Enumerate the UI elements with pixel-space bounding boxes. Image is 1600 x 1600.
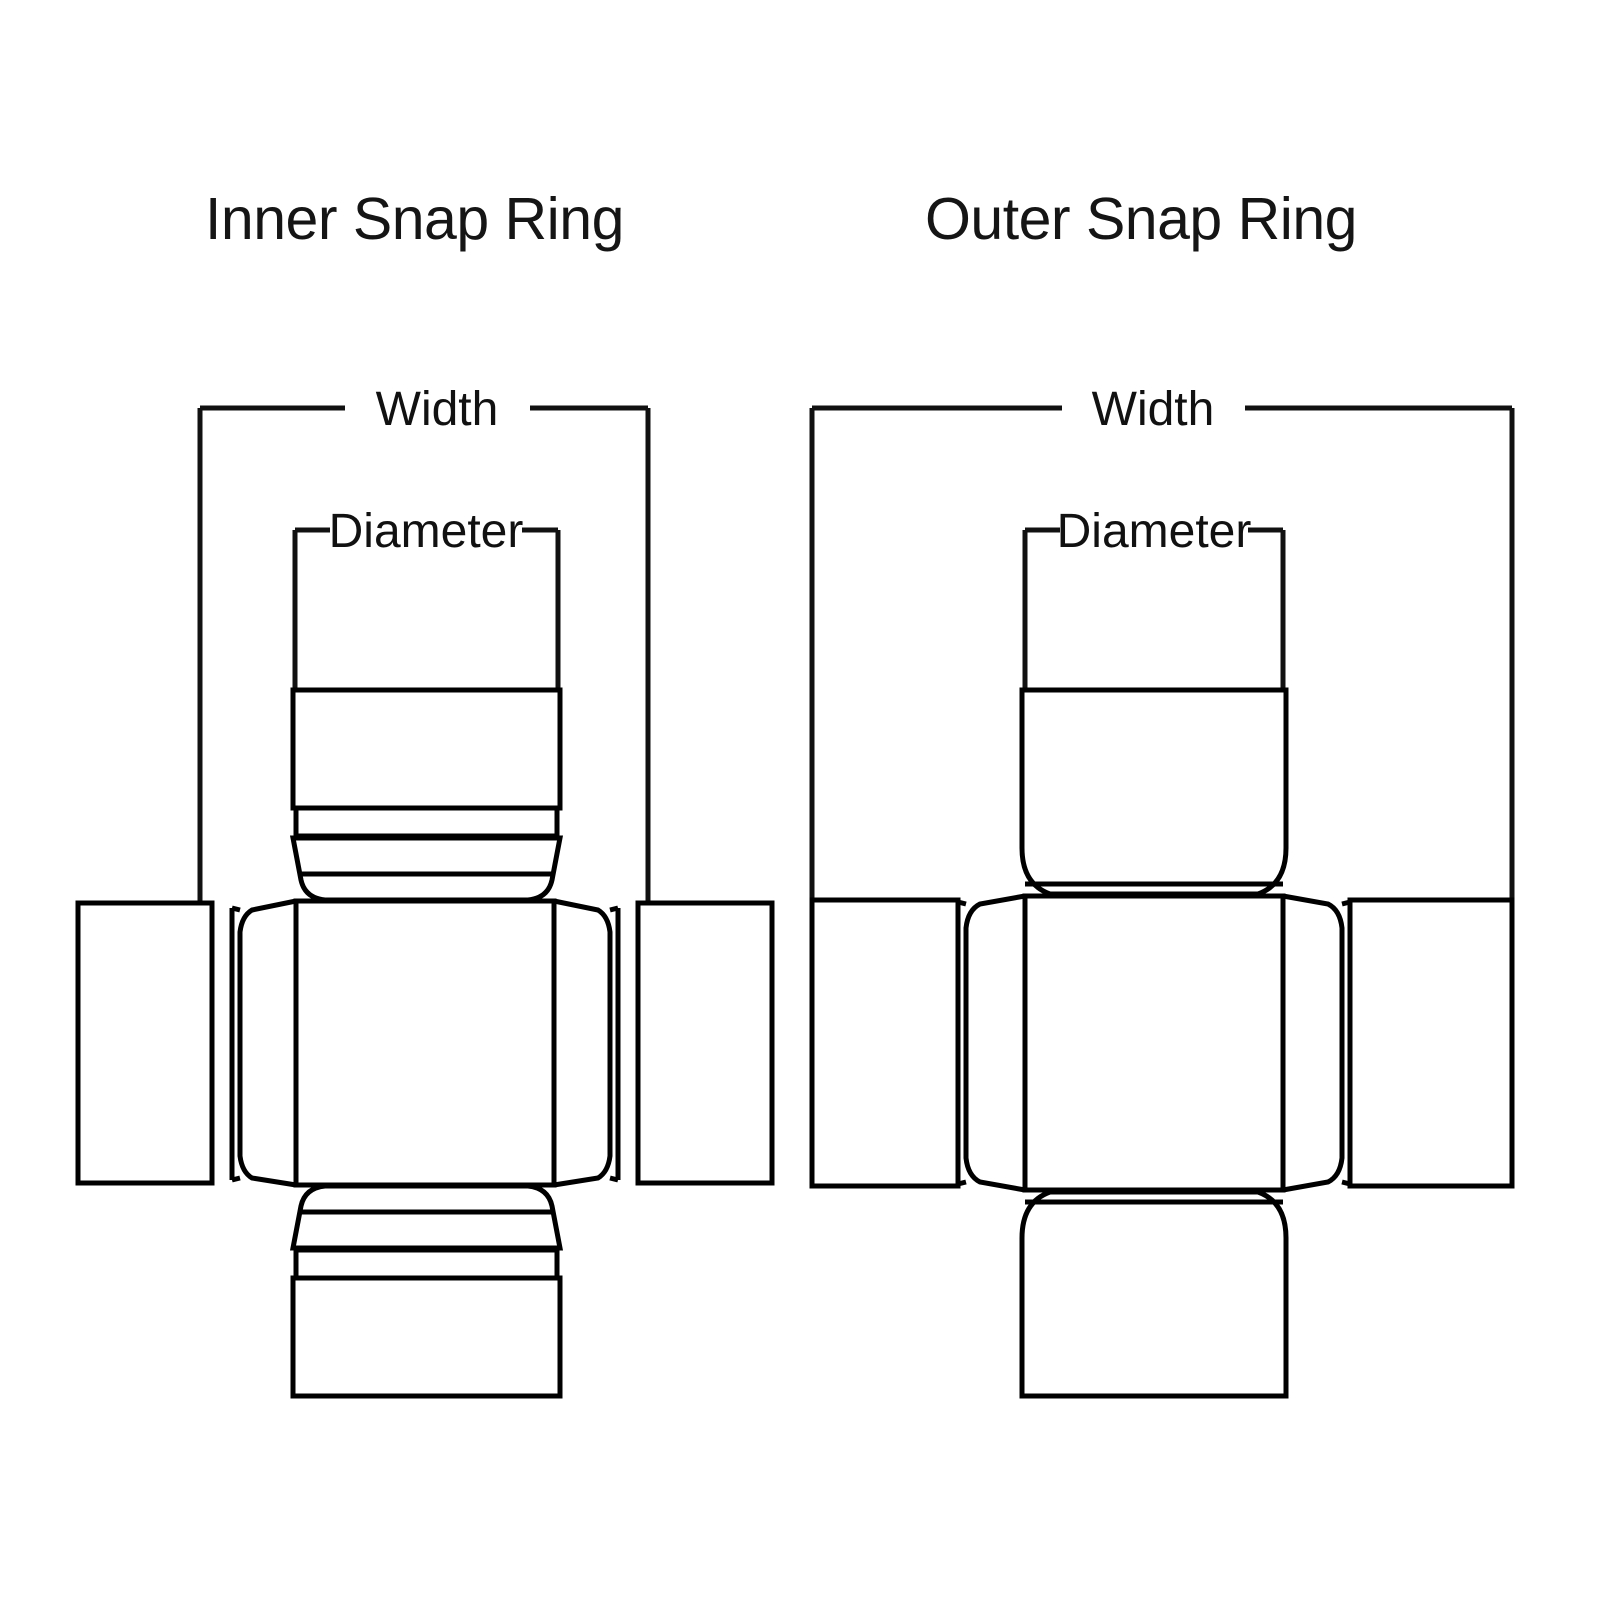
outer-width-label: Width <box>1092 383 1215 436</box>
outer-left-arm <box>809 893 1026 1193</box>
outer-snap-ring-drawing: Width Diameter <box>809 383 1515 1399</box>
outer-bottom-cap <box>1019 1189 1289 1399</box>
outer-snap-ring-title: Outer Snap Ring <box>925 186 1357 252</box>
inner-top-cap-body <box>290 687 563 811</box>
inner-top-cap <box>289 687 564 903</box>
inner-left-taper <box>237 898 297 1188</box>
inner-left-arm <box>75 898 297 1188</box>
outer-top-cap-body <box>1019 687 1289 897</box>
inner-snap-ring-title: Inner Snap Ring <box>205 186 624 252</box>
inner-top-snap-ring-band <box>293 808 560 839</box>
inner-bottom-cap <box>289 1183 564 1399</box>
inner-right-cap-body <box>635 900 775 1186</box>
inner-width-dimension <box>197 405 651 905</box>
inner-bottom-snap-ring-band <box>293 1247 560 1278</box>
inner-bottom-flare <box>289 1183 564 1251</box>
outer-top-cap <box>1019 687 1289 897</box>
outer-width-dimension <box>809 405 1515 905</box>
outer-left-cap-body <box>809 897 961 1189</box>
inner-top-flare <box>289 835 564 903</box>
outer-left-taper <box>963 893 1026 1193</box>
outer-bottom-cap-body <box>1019 1189 1289 1399</box>
inner-snap-ring-drawing: Width Diameter <box>75 383 775 1399</box>
outer-right-arm <box>1282 893 1515 1193</box>
outer-diameter-label: Diameter <box>1057 505 1252 558</box>
outer-right-cap-body <box>1347 897 1515 1189</box>
inner-width-label: Width <box>376 383 499 436</box>
inner-right-band-connectors <box>609 905 619 1183</box>
outer-center-hub <box>1022 893 1286 1193</box>
inner-diameter-label: Diameter <box>329 505 524 558</box>
outer-right-taper <box>1282 893 1345 1193</box>
inner-diameter-dimension <box>292 527 561 690</box>
inner-right-taper <box>553 898 613 1188</box>
inner-left-band-connectors <box>231 905 241 1183</box>
inner-left-cap-body <box>75 900 215 1186</box>
inner-bottom-cap-body <box>290 1275 563 1399</box>
inner-right-arm <box>553 898 775 1188</box>
inner-center-hub <box>293 898 557 1188</box>
outer-diameter-dimension <box>1022 527 1286 690</box>
